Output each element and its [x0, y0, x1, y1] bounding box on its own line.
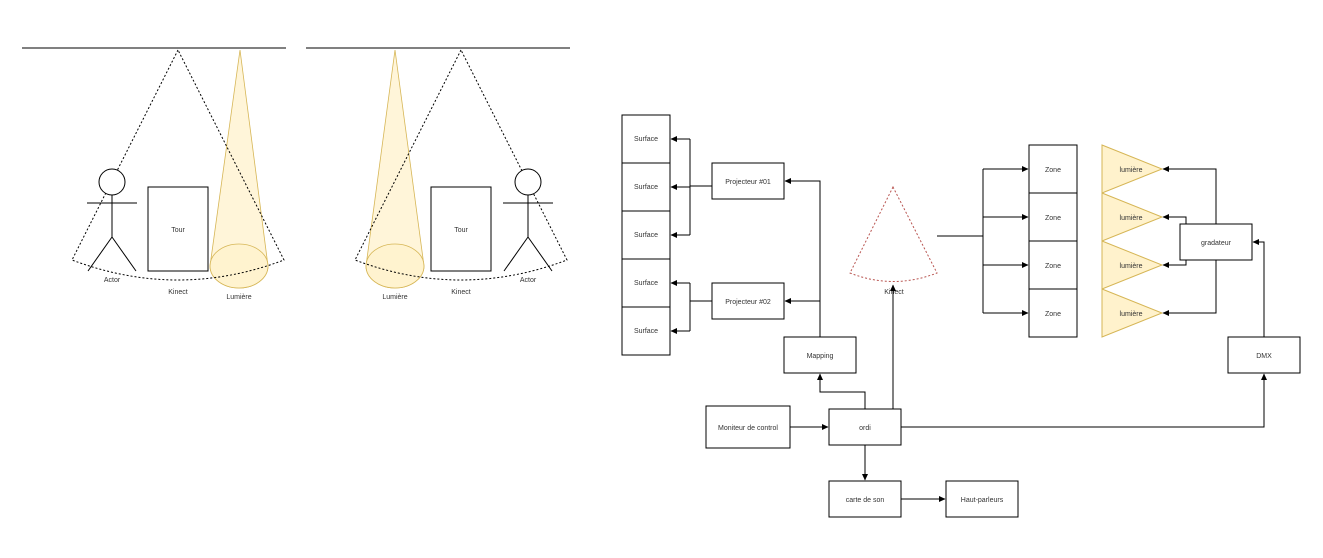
surface-box	[621, 162, 671, 212]
monitor-label: Moniteur de control	[718, 425, 778, 432]
surface-box	[621, 306, 671, 356]
dimmer-box	[1179, 223, 1253, 261]
actor-figure	[503, 168, 553, 272]
dimmer-light-connectors	[1162, 166, 1217, 316]
mapping-label: Mapping	[807, 353, 834, 360]
zone-label: Zone	[1045, 167, 1061, 174]
zone-label: Zone	[1045, 263, 1061, 270]
projector-2-connectors	[670, 280, 712, 334]
surface-box	[621, 114, 671, 164]
mapping-box	[783, 336, 857, 374]
kinect-cone	[71, 48, 285, 281]
light-beam	[209, 49, 269, 289]
projector-2-label: Projecteur #02	[725, 299, 771, 306]
computer-connectors	[790, 239, 1267, 502]
light-label: Lumière	[382, 294, 407, 301]
surface-box	[621, 258, 671, 308]
kinect-cone	[354, 48, 568, 281]
sound-card-box	[828, 480, 902, 518]
system-diagram: Surface Surface Surface Surface Surface …	[621, 114, 1301, 518]
light-label: lumière	[1120, 263, 1143, 270]
light-label: lumière	[1120, 311, 1143, 318]
surface-label: Surface	[634, 136, 658, 143]
surface-column: Surface Surface Surface Surface Surface	[621, 114, 671, 356]
computer-label: ordi	[859, 425, 871, 432]
light-triangle	[1101, 240, 1164, 290]
zone-label: Zone	[1045, 215, 1061, 222]
surface-label: Surface	[634, 328, 658, 335]
light-triangle	[1101, 144, 1164, 194]
zone-box	[1028, 144, 1078, 194]
scene-right: Actor Tour Kinect Lumière	[306, 47, 570, 301]
actor-figure	[87, 168, 137, 272]
surface-label: Surface	[634, 184, 658, 191]
scene-left: Actor Tour Kinect Lumière	[22, 47, 286, 301]
surface-label: Surface	[634, 232, 658, 239]
light-triangle	[1101, 288, 1164, 338]
kinect-zone-connectors	[937, 166, 1029, 316]
zone-label: Zone	[1045, 311, 1061, 318]
zone-box	[1028, 192, 1078, 242]
tour-box	[430, 186, 492, 272]
light-beam	[365, 49, 425, 289]
actor-label: Actor	[104, 277, 121, 284]
tour-label: Tour	[171, 227, 185, 234]
actor-label: Actor	[520, 277, 537, 284]
dmx-box	[1227, 336, 1301, 374]
speakers-box	[945, 480, 1019, 518]
projector-1-label: Projecteur #01	[725, 179, 771, 186]
light-label: lumière	[1120, 167, 1143, 174]
surface-box	[621, 210, 671, 260]
sound-card-label: carte de son	[846, 497, 885, 504]
tour-label: Tour	[454, 227, 468, 234]
surface-label: Surface	[634, 280, 658, 287]
kinect-label: Kinect	[451, 289, 471, 296]
speakers-label: Haut-parleurs	[961, 497, 1004, 504]
tour-box	[147, 186, 209, 272]
kinect-cone-icon	[849, 185, 938, 282]
dmx-label: DMX	[1256, 353, 1272, 360]
zone-box	[1028, 240, 1078, 290]
zone-column: Zone Zone Zone Zone	[1028, 144, 1078, 338]
mapping-connectors	[784, 178, 821, 337]
kinect-label: Kinect	[168, 289, 188, 296]
projector-1-box	[711, 162, 785, 200]
light-column: lumière lumière lumière lumière	[1101, 144, 1164, 338]
light-label: Lumière	[226, 294, 251, 301]
projector-1-connectors	[670, 136, 712, 238]
dimmer-label: gradateur	[1201, 240, 1232, 247]
kinect-label: Kinect	[884, 289, 904, 296]
light-triangle	[1101, 192, 1164, 242]
zone-box	[1028, 288, 1078, 338]
light-label: lumière	[1120, 215, 1143, 222]
monitor-box	[705, 405, 791, 449]
